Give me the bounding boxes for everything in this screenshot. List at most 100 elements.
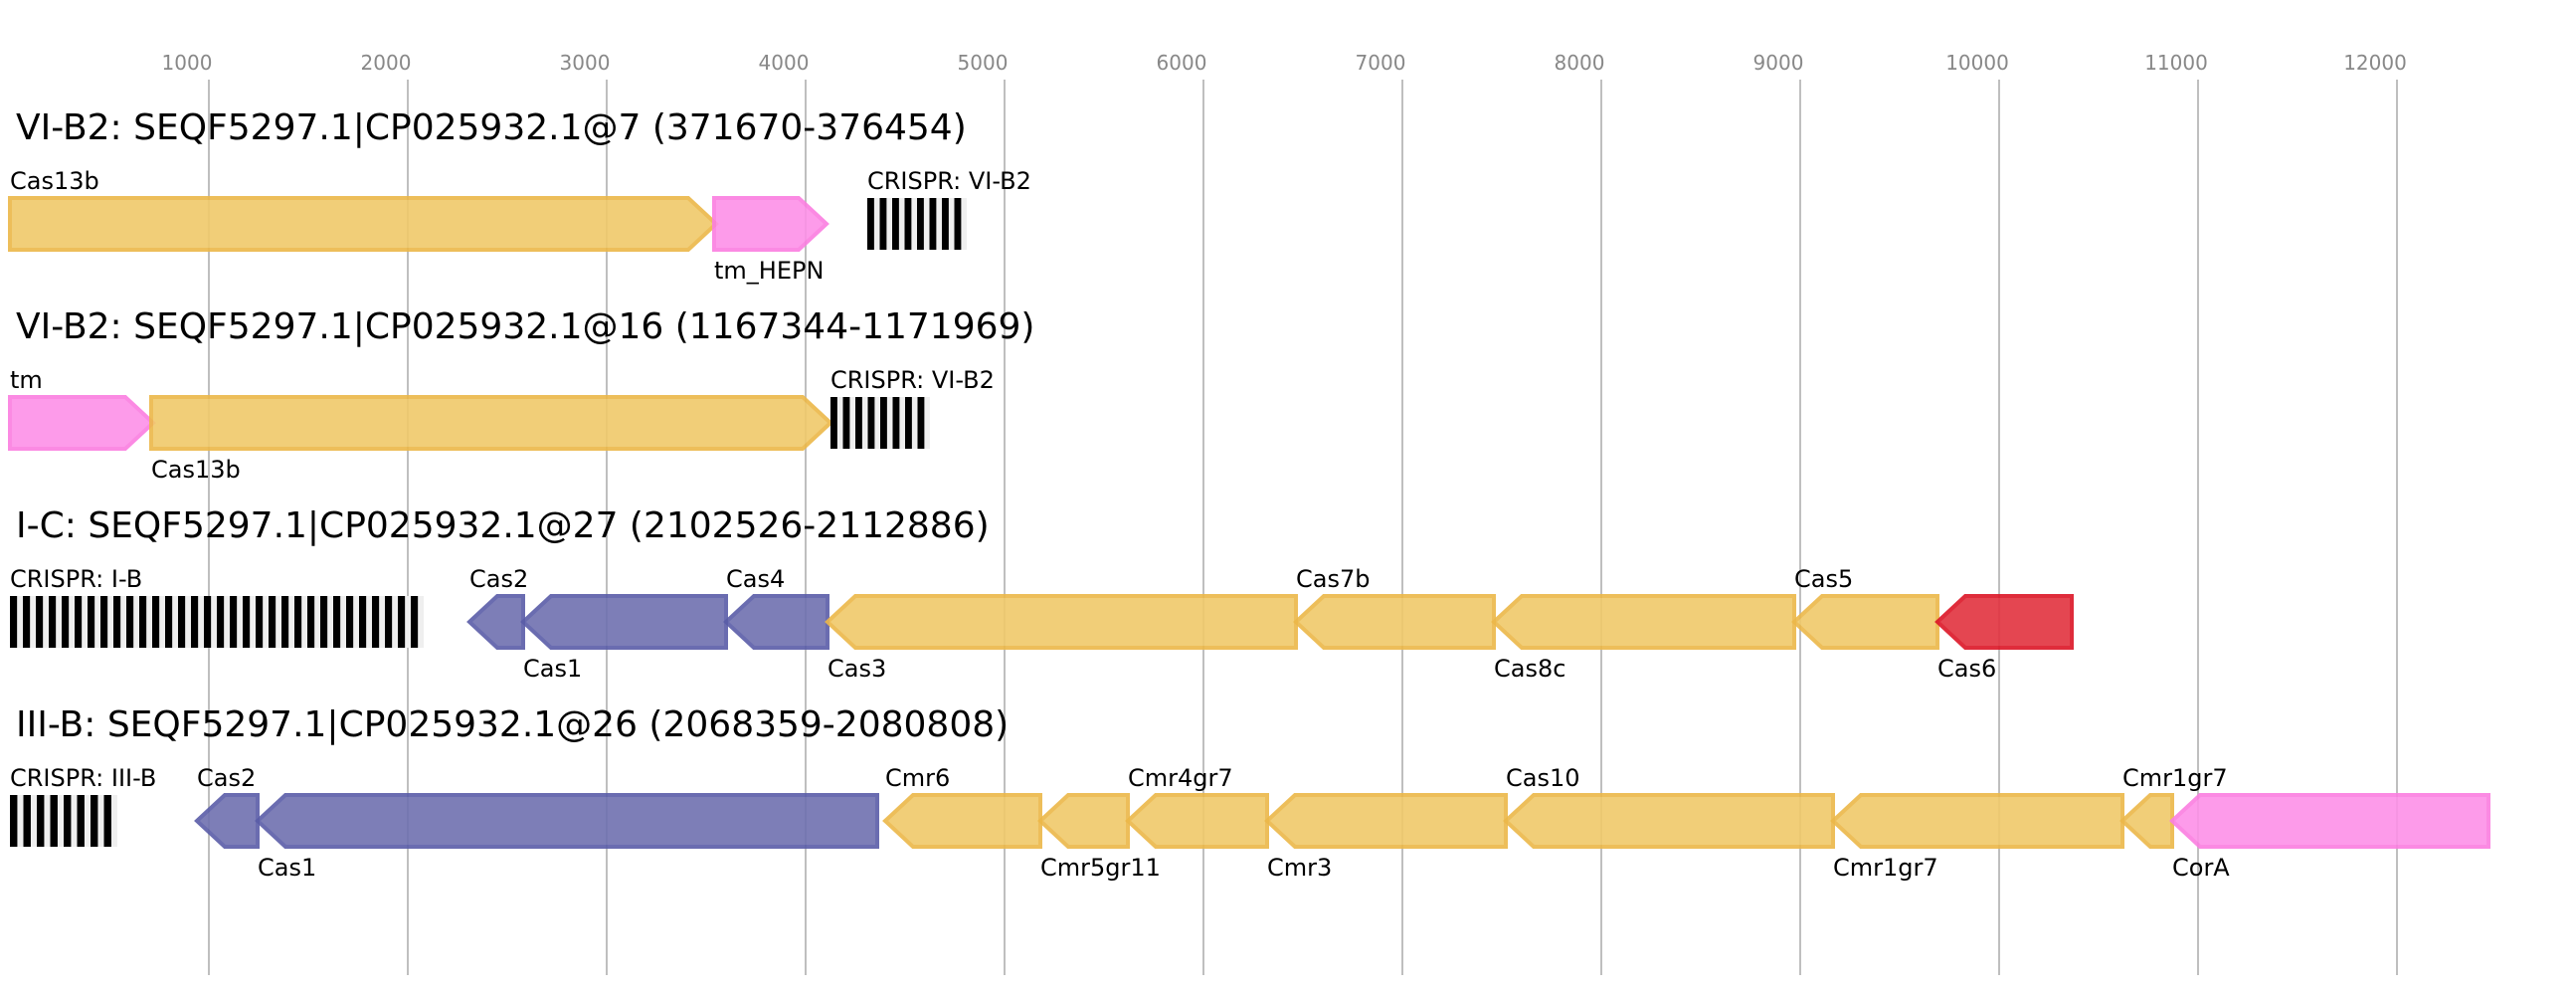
crispr-array: CRISPR: VI-B2 [830,366,995,449]
crispr-repeat [77,795,85,847]
tick-label: 1000 [162,51,213,75]
crispr-array: CRISPR: I-B [10,565,424,648]
gene-label: Cas1 [523,655,582,683]
crispr-repeat [294,596,302,648]
crispr-repeat [398,596,406,648]
crispr-repeat [126,596,134,648]
gene-shape [1830,793,2124,849]
gene-arrow: tm [8,366,156,451]
gene-shape [825,594,1298,650]
loci: VI-B2: SEQF5297.1|CP025932.1@7 (371670-3… [8,107,2490,882]
crispr-repeat [178,596,186,648]
gene-arrow: Cmr1gr7 [2119,764,2228,849]
crispr-repeat [49,596,57,648]
tick-label: 9000 [1753,51,1804,75]
gene-shape [8,196,719,252]
gene-arrow: Cas2 [466,565,528,650]
crispr-repeat [346,596,354,648]
gene-shape [723,594,829,650]
tick-label: 12000 [2343,51,2407,75]
gene-label: Cas10 [1506,764,1580,792]
crispr-repeat [100,596,108,648]
gene-arrow: Cas4 [723,565,829,650]
crispr-repeat [411,596,419,648]
gene-label: Cas8c [1494,655,1565,683]
crispr-label: CRISPR: VI-B2 [830,366,995,394]
crispr-repeat [152,596,160,648]
gene-label: Cas1 [258,854,316,882]
gene-arrow: Cmr3 [1264,793,1508,882]
tick-label: 11000 [2144,51,2208,75]
crispr-repeat [879,198,887,250]
crispr-repeat [165,596,173,648]
gene-shape [1037,793,1130,849]
gene-shape [1125,793,1269,849]
crispr-repeat [139,596,147,648]
gene-arrow: Cas8c [1491,594,1796,683]
crispr-repeat [62,596,70,648]
gene-arrow: tm_HEPN [712,196,829,285]
crispr-repeat [91,795,98,847]
gene-arrow: CorA [2169,793,2490,882]
gene-label: Cmr3 [1267,854,1332,882]
gene-label: CorA [2172,854,2230,882]
gene-shape [1934,594,2074,650]
gene-shape [2169,793,2490,849]
tick-label: 4000 [759,51,810,75]
gene-label: Cmr6 [885,764,950,792]
gene-label: Cmr1gr7 [1833,854,1938,882]
crispr-repeat [243,596,251,648]
gene-label: Cas13b [151,456,241,484]
gene-shape [1503,793,1835,849]
gene-arrow: Cas6 [1934,594,2074,683]
crispr-repeat [23,596,31,648]
gene-arrow: Cas7b [1293,565,1496,650]
crispr-repeat [50,795,58,847]
gene-label: Cmr4gr7 [1128,764,1233,792]
crispr-repeat [75,596,83,648]
crispr-repeat [23,795,31,847]
gene-label: Cas3 [828,655,886,683]
gene-shape [1491,594,1796,650]
gene-label: Cas2 [469,565,528,593]
crispr-array: CRISPR: VI-B2 [867,167,1031,250]
gene-label: Cas7b [1296,565,1370,593]
crispr-repeat [905,397,912,449]
locus-title: I-C: SEQF5297.1|CP025932.1@27 (2102526-2… [16,505,990,546]
crispr-repeat [10,596,18,648]
crispr-repeat [892,198,899,250]
crispr-repeat [855,397,862,449]
tick-label: 5000 [958,51,1009,75]
crispr-repeat [113,596,121,648]
crispr-repeat [917,198,924,250]
locus-row: III-B: SEQF5297.1|CP025932.1@26 (2068359… [10,704,2490,882]
crispr-repeat [830,397,837,449]
crispr-repeat [64,795,72,847]
gene-shape [466,594,525,650]
crispr-repeat [867,198,874,250]
gene-shape [255,793,879,849]
crispr-repeat [372,596,380,648]
crispr-repeat [880,397,887,449]
gene-shape [712,196,829,252]
locus-title: III-B: SEQF5297.1|CP025932.1@26 (2068359… [16,704,1009,745]
tick-label: 6000 [1157,51,1207,75]
gene-label: Cas13b [10,167,99,195]
locus-row: VI-B2: SEQF5297.1|CP025932.1@16 (1167344… [8,306,1034,484]
crispr-repeat [842,397,850,449]
gene-shape [520,594,728,650]
crispr-repeat [269,596,276,648]
tick-label: 2000 [361,51,412,75]
crispr-repeat [904,198,912,250]
crispr-repeat [320,596,328,648]
gene-shape [8,395,156,451]
locus-row: I-C: SEQF5297.1|CP025932.1@27 (2102526-2… [10,505,2074,683]
crispr-repeat [256,596,264,648]
gene-arrow: Cas3 [825,594,1298,683]
tick-label: 7000 [1356,51,1406,75]
crispr-repeat [103,795,111,847]
crispr-repeat [867,397,875,449]
gene-label: Cas4 [726,565,785,593]
crispr-repeat [10,795,18,847]
tick-label: 8000 [1555,51,1605,75]
